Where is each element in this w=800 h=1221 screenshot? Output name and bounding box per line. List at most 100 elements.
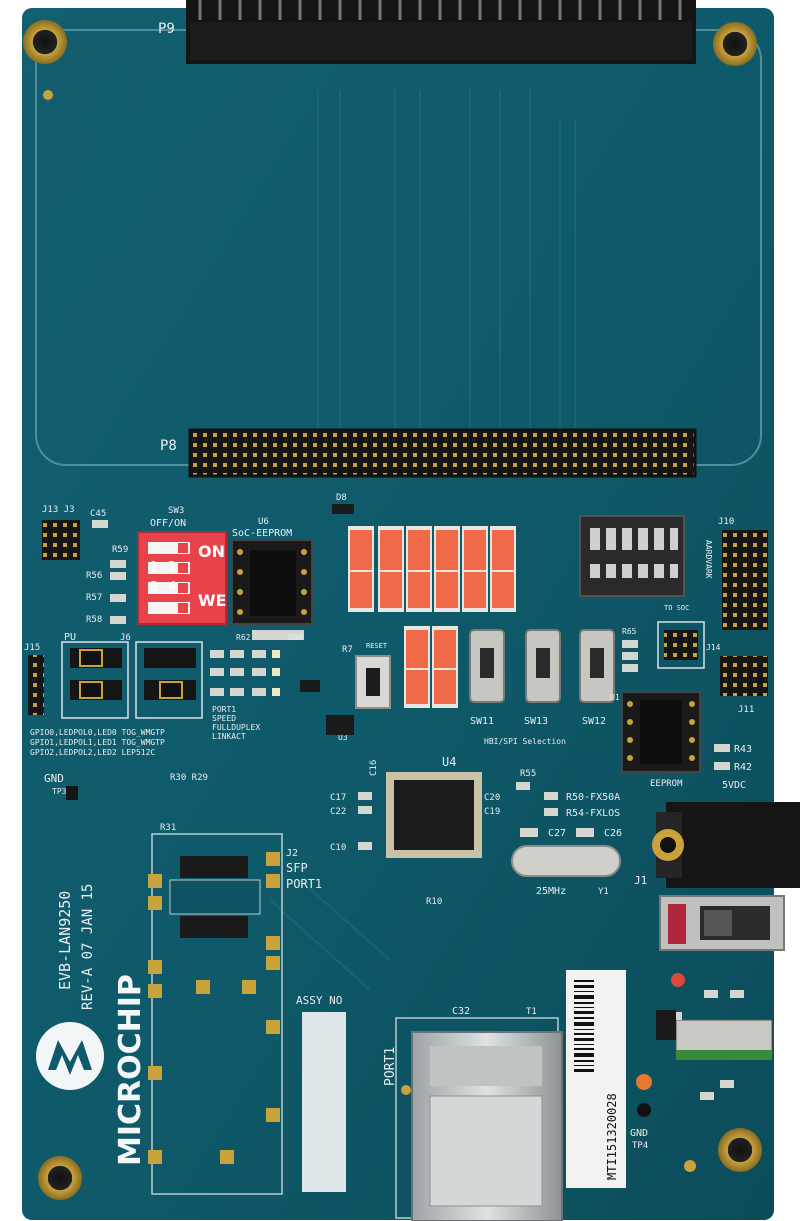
label-sw12: SW12 [582, 716, 606, 727]
label-t1: T1 [526, 1007, 537, 1017]
power-slide-switch [659, 895, 785, 951]
crystal-y1 [511, 845, 621, 877]
label-microchip: MICROCHIP [113, 974, 148, 1166]
ic-u4-lan9250 [386, 772, 482, 858]
label-sfp: SFP [286, 861, 308, 875]
dip-switch-array-upper [348, 526, 516, 612]
label-c22: C22 [330, 807, 346, 817]
label-dip-2: 2 [168, 560, 176, 575]
mounting-hole-top-left [23, 20, 67, 64]
label-r58: R58 [86, 615, 102, 625]
label-p8: P8 [160, 438, 177, 454]
assy-no-field [302, 1012, 346, 1192]
label-gnd-tp4: GND [630, 1128, 648, 1139]
label-j11: J11 [738, 705, 754, 715]
label-soc-eeprom: SoC-EEPROM [232, 528, 292, 539]
label-off-on: OFF/ON [150, 518, 186, 529]
label-r42: R42 [734, 762, 752, 773]
label-dip-1: 1 [150, 560, 158, 575]
label-gpio-line1: GPIO0,LEDPOL0,LED0 TOG_WMGTP [30, 728, 165, 737]
label-sfp-port1: PORT1 [286, 877, 322, 891]
label-to-soc: TO SOC [664, 604, 689, 612]
header-j10 [722, 530, 768, 630]
label-c27: C27 [548, 828, 566, 839]
label-j14: J14 [706, 643, 721, 652]
label-r31: R31 [160, 823, 176, 833]
ic-sfp-connector [180, 856, 248, 878]
label-gnd: GND [44, 772, 64, 785]
label-u6: U6 [258, 517, 269, 527]
label-j2: J2 [286, 848, 298, 859]
label-r59: R59 [112, 545, 128, 555]
label-aardvark: AARDVARK [704, 540, 713, 579]
label-c20: C20 [484, 793, 500, 803]
header-j15 [28, 655, 44, 715]
label-p9: P9 [158, 21, 175, 37]
label-port1-speed-0: PORT1 [212, 705, 236, 714]
label-reset: RESET [366, 642, 388, 650]
rj45-connector-port1 [411, 1031, 563, 1221]
label-gpio-line2: GPIO1,LEDPOL1,LED1 TOG_WMGTP [30, 738, 165, 747]
label-r7: R7 [342, 645, 353, 655]
label-r62: R62 [236, 633, 251, 642]
label-gpio-line3: GPIO2,LEDPOL2,LED2 LEP512C [30, 748, 155, 757]
label-j13-j3: J13 J3 [42, 505, 75, 515]
label-u3: U3 [338, 733, 348, 742]
label-r60: R60 [288, 633, 303, 642]
label-c32: C32 [452, 1006, 470, 1017]
label-r55: R55 [520, 769, 536, 779]
label-hbi-spi-selection: HBI/SPI Selection [484, 737, 566, 746]
label-assy-no: ASSY NO [296, 994, 342, 1007]
microchip-logo [36, 1022, 104, 1090]
label-r50: R50-FX50A [566, 792, 620, 803]
label-dip-on: ON [198, 542, 225, 561]
mounting-hole-top-right [713, 22, 757, 66]
label-u4: U4 [442, 755, 456, 769]
label-pu: PU [64, 632, 76, 643]
label-sw13: SW13 [524, 716, 548, 727]
label-sw11: SW11 [470, 716, 494, 727]
label-j15: J15 [24, 643, 40, 653]
label-dip-4: 4 [168, 580, 176, 595]
label-tp3: TP3 [52, 787, 67, 796]
mounting-hole-bottom-right [718, 1128, 762, 1172]
label-y1: Y1 [598, 887, 609, 897]
header-p8 [188, 428, 697, 478]
label-tp4: TP4 [632, 1141, 648, 1151]
sfp-cage-outline [151, 833, 283, 1195]
label-r10: R10 [426, 897, 442, 907]
header-j13 [42, 520, 80, 560]
label-c45: C45 [90, 509, 106, 519]
label-j6: J6 [120, 633, 131, 643]
label-c16: C16 [369, 760, 379, 776]
reset-button [355, 655, 391, 709]
label-r30-r29: R30 R29 [170, 773, 208, 783]
label-r56: R56 [86, 571, 102, 581]
label-c26: C26 [604, 828, 622, 839]
dip-switch-array-lower [404, 626, 458, 708]
label-dip-we: WE [198, 591, 227, 610]
label-board-name: EVB-LAN9250 [56, 891, 74, 990]
label-j10: J10 [718, 517, 734, 527]
label-sw3: SW3 [168, 506, 184, 516]
label-r54: R54-FXLOS [566, 808, 620, 819]
label-port1: PORT1 [383, 1047, 398, 1086]
label-dip-3: 3 [150, 580, 158, 595]
header-j11 [720, 656, 768, 696]
label-r57: R57 [86, 593, 102, 603]
label-eeprom: EEPROM [650, 779, 683, 789]
label-port1-speed-2: FULLDUPLEX [212, 723, 260, 732]
jumper-block-left [61, 641, 129, 719]
label-c19: C19 [484, 807, 500, 817]
pcb-traces [269, 90, 576, 991]
label-d8: D8 [336, 493, 347, 503]
jumper-block-right [135, 641, 203, 719]
label-c17: C17 [330, 793, 346, 803]
label-barcode-serial: MTI151320028 [605, 1093, 619, 1180]
label-25mhz: 25MHz [536, 886, 566, 897]
label-j1: J1 [634, 874, 647, 887]
label-u1: U1 [610, 693, 620, 702]
dc-power-jack-j1 [652, 802, 800, 888]
label-port1-speed-3: LINKACT [212, 732, 246, 741]
